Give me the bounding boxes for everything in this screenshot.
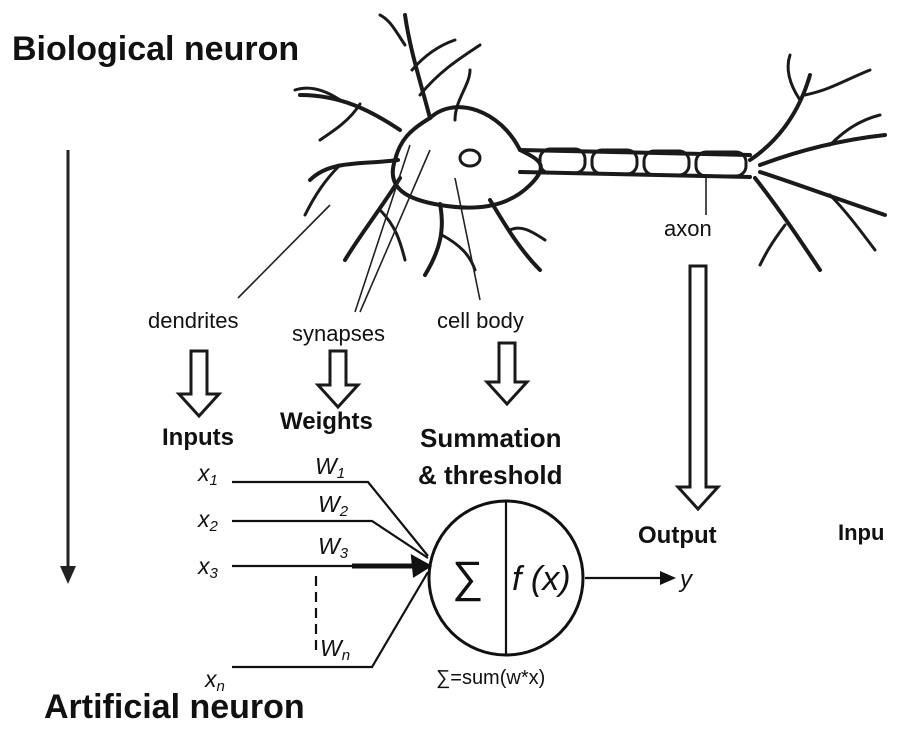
output-arrow <box>585 571 676 585</box>
artificial-neuron-title: Artificial neuron <box>44 690 305 724</box>
biological-neuron-title: Biological neuron <box>12 32 299 66</box>
biological-to-artificial-arrow <box>60 150 76 584</box>
summation-label: Summation <box>420 425 562 451</box>
output-label: Output <box>638 524 717 548</box>
weight-wn: Wn <box>320 637 350 663</box>
activation-function: f (x) <box>512 562 571 596</box>
axon-label: axon <box>664 218 712 240</box>
partial-input-label: Inpu <box>838 522 884 544</box>
input-xn: xn <box>205 668 225 694</box>
input-x3: x3 <box>198 555 218 581</box>
input-x1: x1 <box>198 462 218 488</box>
weight-w1: W1 <box>315 455 345 481</box>
weight-w3: W3 <box>318 535 348 561</box>
output-y: y <box>680 568 692 592</box>
synapses-label: synapses <box>292 323 385 345</box>
threshold-label: & threshold <box>418 462 562 488</box>
sum-symbol: ∑ <box>452 556 483 600</box>
cell-body-label: cell body <box>437 310 524 332</box>
neuron-illustration <box>295 15 885 275</box>
input-x2: x2 <box>198 508 218 534</box>
inputs-label: Inputs <box>162 426 234 450</box>
weights-label: Weights <box>280 410 373 434</box>
dendrites-label: dendrites <box>148 310 239 332</box>
sum-formula: ∑=sum(w*x) <box>436 668 545 688</box>
weight-w2: W2 <box>318 493 348 519</box>
